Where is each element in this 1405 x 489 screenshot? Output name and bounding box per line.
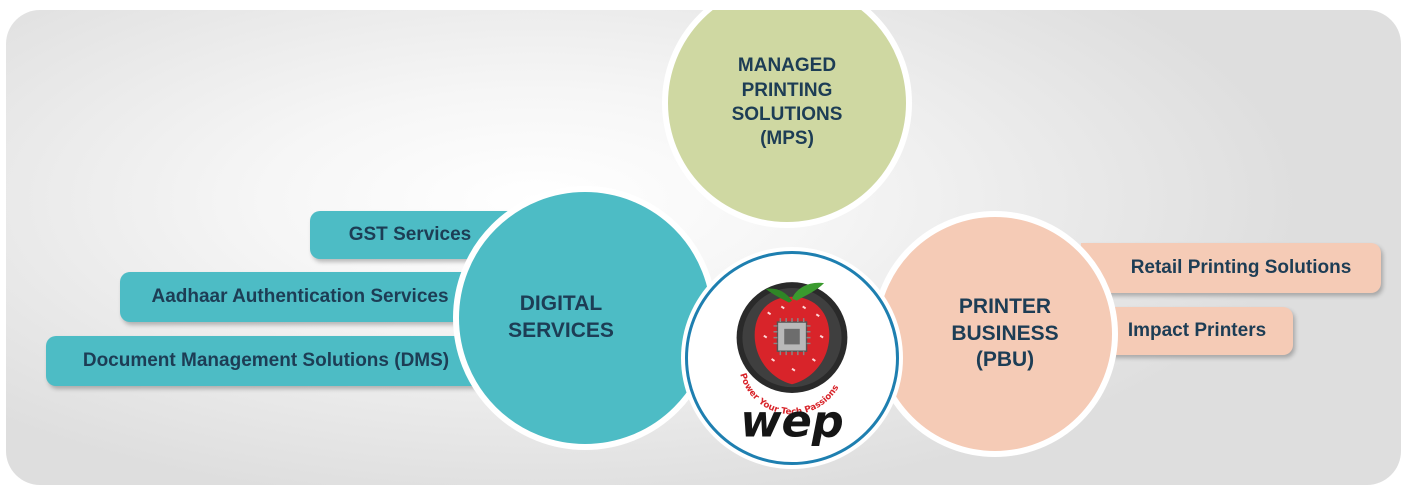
digital-item-dms: Document Management Solutions (DMS) bbox=[46, 336, 486, 386]
logo-wordmark: wep bbox=[740, 395, 844, 448]
digital-services-circle: DIGITAL SERVICES bbox=[453, 186, 717, 450]
printer-business-circle: PRINTER BUSINESS (PBU) bbox=[872, 211, 1118, 457]
digital-item-gst: GST Services bbox=[310, 211, 510, 259]
digital-services-label: DIGITAL SERVICES bbox=[508, 292, 614, 342]
printer-item-retail: Retail Printing Solutions bbox=[1081, 243, 1381, 293]
digital-item-aadhaar: Aadhaar Authentication Services bbox=[120, 272, 480, 322]
wep-logo-circle: Power Your Tech Passions wep bbox=[685, 251, 899, 465]
mps-circle: MANAGED PRINTING SOLUTIONS (MPS) bbox=[662, 10, 912, 228]
diagram-panel: GST Services Aadhaar Authentication Serv… bbox=[6, 10, 1401, 485]
mps-label: MANAGED PRINTING SOLUTIONS (MPS) bbox=[731, 55, 843, 150]
strawberry-chip-logo-icon: Power Your Tech Passions wep bbox=[736, 282, 848, 448]
printer-business-label: PRINTER BUSINESS (PBU) bbox=[951, 294, 1059, 372]
